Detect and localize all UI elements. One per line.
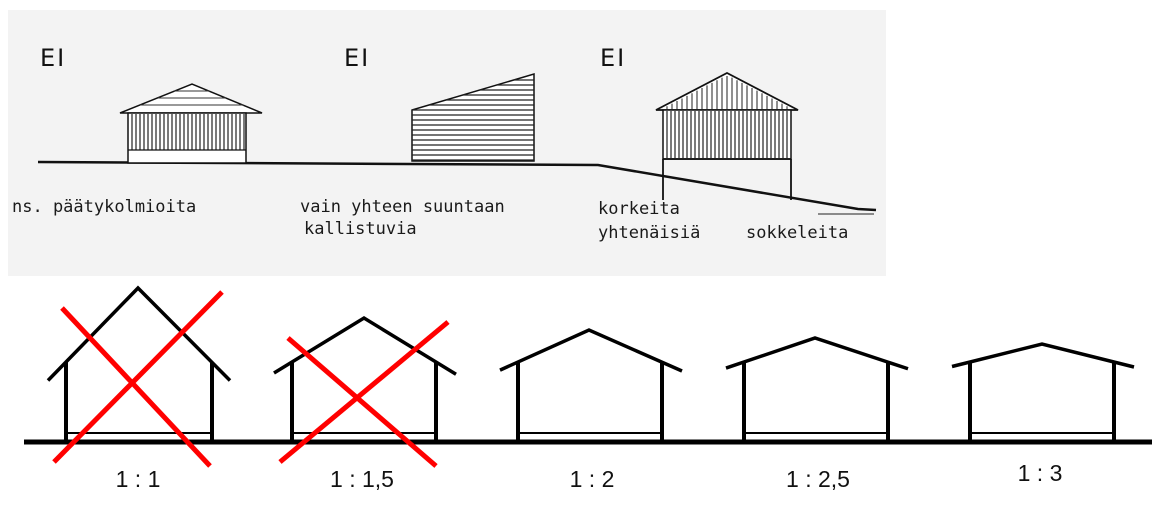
scanned-illustration: EI EI EI ns. päätykolmioita vain yhteen … <box>8 10 886 276</box>
building-gable-triangles <box>119 83 263 164</box>
ratio-label-2: 1 : 1,5 <box>330 466 394 492</box>
roof-line <box>951 342 1135 369</box>
caption-sloping: kallistuvia <box>304 219 417 239</box>
ei-label-3: EI <box>600 44 627 72</box>
roof-line <box>499 328 683 373</box>
roof-line <box>46 285 232 382</box>
caption-high: korkeita <box>598 199 680 219</box>
ratio-label-4: 1 : 2,5 <box>786 466 850 492</box>
cross-out-stroke <box>278 320 450 464</box>
roof-line <box>273 315 457 376</box>
caption-plinths: sokkeleita <box>746 223 849 243</box>
ratio-label-3: 1 : 2 <box>569 466 615 492</box>
cross-out-stroke <box>60 306 212 468</box>
ratio-label-5: 1 : 3 <box>1017 460 1063 486</box>
cross-out-stroke <box>52 290 224 464</box>
caption-gable-triangles: ns. päätykolmioita <box>12 197 197 217</box>
roof-ratio-diagram: 1 : 1 1 : 1,5 1 : 2 1 : 2,5 1 : 3 <box>0 280 1156 514</box>
house-profile-1 <box>46 285 232 468</box>
ei-label-1: EI <box>40 44 67 72</box>
house-profile-5 <box>951 342 1135 442</box>
ratio-drawing <box>24 285 1152 468</box>
caption-uniform: yhtenäisiä <box>598 223 701 243</box>
ei-label-2: EI <box>344 44 371 72</box>
cross-out-stroke <box>286 336 438 468</box>
house-profile-4 <box>725 336 909 442</box>
caption-one-direction: vain yhteen suuntaan <box>300 197 505 217</box>
building-mono-pitch <box>411 72 535 162</box>
roof-line <box>725 336 909 371</box>
house-profile-2 <box>273 315 457 468</box>
ratio-label-1: 1 : 1 <box>115 466 161 492</box>
house-profile-3 <box>499 328 683 442</box>
building-high-plinth <box>655 71 799 200</box>
ground-line <box>37 160 877 212</box>
scan-drawing <box>37 71 877 215</box>
